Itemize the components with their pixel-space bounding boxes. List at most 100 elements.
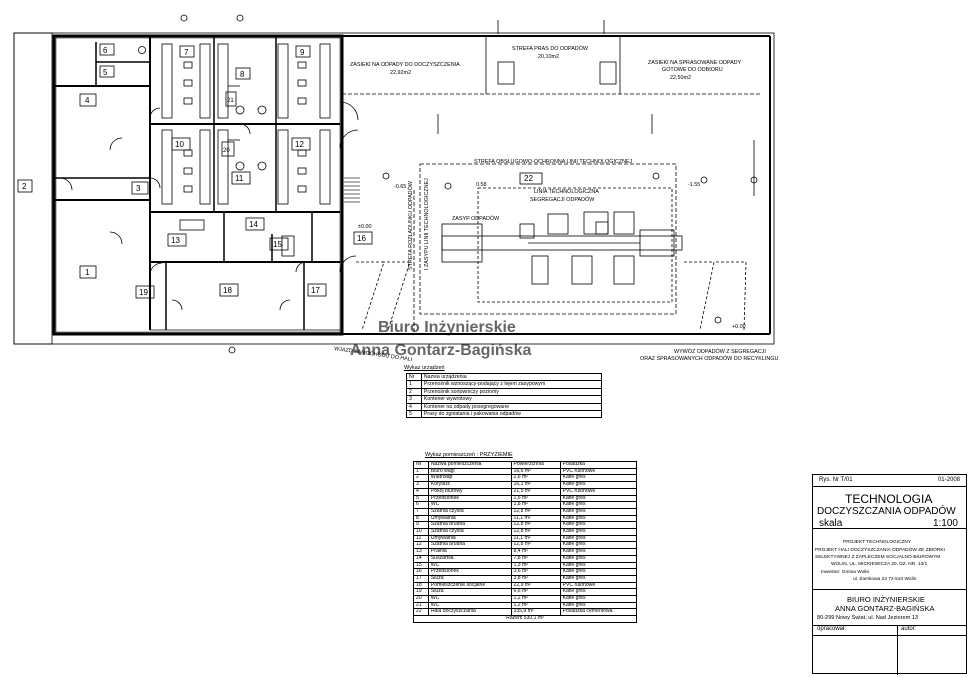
- room-number-7: 7: [184, 48, 189, 57]
- room-number-14: 14: [249, 220, 258, 229]
- room-number-12: 12: [295, 140, 304, 149]
- watermark-line-2: Anna Gontarz-Bagińska: [350, 342, 531, 359]
- table-cell: Hala doczyszczania: [427, 608, 512, 617]
- room-number-1: 1: [85, 268, 90, 277]
- table-cell: Posadzka cementowa: [559, 608, 638, 617]
- office-line-1: BIURO INŻYNIERSKIE: [847, 595, 925, 604]
- line-title-2: SEGREGACJI ODPADÓW: [530, 196, 595, 203]
- table-cell: 5: [406, 410, 422, 419]
- room-number-2: 2: [22, 182, 27, 191]
- room-number-13: 13: [171, 236, 180, 245]
- prepared-by-label: opracował:: [817, 626, 847, 632]
- zone-sorted-area: 22,50m2: [670, 75, 691, 81]
- room-number-18: 18: [223, 286, 232, 295]
- room-number-21: 21: [227, 98, 234, 104]
- table-cell: WC: [427, 595, 512, 603]
- table-cell: 4: [413, 487, 429, 496]
- table-cell: Nazwa urządzenia: [420, 372, 603, 382]
- scale-label: skala: [819, 518, 843, 529]
- room-number-10: 10: [175, 140, 184, 149]
- room-number-8: 8: [240, 70, 245, 79]
- table-cell: 4: [406, 402, 422, 412]
- table-cell: Śluza: [427, 588, 512, 597]
- title-block: Rys. Nr T/01 01-2008 TECHNOLOGIA DOCZYSZ…: [812, 474, 967, 675]
- room-number-16: 16: [357, 234, 366, 243]
- room-number-3: 3: [136, 184, 141, 193]
- exit-label: WYWÓZ ODPADÓW Z SEGREGACJI: [674, 348, 766, 355]
- vertical-zone-label-2: I ZASYPU LINII TECHNOLOGICZNEJ: [424, 178, 430, 270]
- level-mark: +0.00: [732, 324, 746, 330]
- room-number-17: 17: [311, 286, 320, 295]
- table-cell: 3: [406, 395, 422, 404]
- room-number-15: 15: [273, 240, 282, 249]
- room-number-11: 11: [235, 174, 244, 183]
- service-zone-label: STREFA OBSŁUGOWO-OCHRONNA LINII TECHNOLO…: [474, 159, 633, 165]
- room-number-20: 20: [223, 148, 230, 154]
- table-cell: Przedsionek: [427, 494, 512, 503]
- office-address: 80-299 Nowy Świat, ul. Nad Jeziorem 13: [817, 615, 919, 621]
- project-desc-2: SELEKTYWNEJ Z ZAPLECZEM SOCJALNO-BIUROWY…: [815, 555, 941, 560]
- project-type: PROJEKT TECHNOLOGICZNY: [843, 540, 912, 545]
- room-number-22: 22: [524, 174, 533, 183]
- level-mark: -1.55: [688, 182, 700, 188]
- office-block-wall: [52, 34, 344, 336]
- dump-label: ZASYP ODPADÓW: [452, 215, 500, 222]
- table-total-row: Razem 530,1 m²: [413, 615, 637, 623]
- investor: Inwestor: Gmina Wolin: [821, 570, 870, 575]
- table-cell: 1: [406, 380, 422, 389]
- drawing-date: 01-2008: [937, 477, 960, 483]
- title-line-2: DOCZYSZCZANIA ODPADÓW: [817, 506, 956, 517]
- level-mark: 0.58: [476, 182, 487, 188]
- table-cell: PVC rulonowe: [559, 487, 638, 496]
- line-zone-outline: [477, 187, 673, 303]
- room-number-19: 19: [139, 288, 148, 297]
- drawing-number: Rys. Nr T/01: [819, 477, 853, 483]
- legend-title: Wykaz urządzeń: [404, 365, 445, 371]
- office-line-2: ANNA GONTARZ-BAGIŃSKA: [835, 604, 935, 613]
- table-cell: Pokój biurowy: [427, 487, 512, 496]
- table-cell: 2: [406, 387, 422, 397]
- watermark-line-1: Biuro Inżynierskie: [378, 319, 516, 336]
- table-cell: Przenośnik wznoszący-podający z lejem za…: [420, 380, 603, 389]
- zone-sorted-label: ZASIEKI NA SPRASOWANE ODPADY: [648, 60, 742, 66]
- room-number-5: 5: [103, 68, 108, 77]
- investor-address: ul. Zamkowa 23 72-510 Wolin: [853, 577, 917, 582]
- zone-press-area: 20,10m2: [538, 54, 559, 60]
- table-cell: Suszarnia: [427, 554, 512, 563]
- service-zone-outline: [419, 163, 677, 315]
- table-cell: Przenośnik sortowniczy poziomy: [420, 387, 603, 397]
- table-cell: Kontener wywrotowy: [420, 395, 603, 404]
- table-total: Razem 530,1 m²: [413, 615, 637, 623]
- vertical-zone-label: STREFA ROZŁADUNKU ODPADÓW: [407, 180, 414, 270]
- room-number-9: 9: [300, 48, 305, 57]
- room-number-6: 6: [103, 46, 108, 55]
- exit-label-2: ORAZ SPRASOWANYCH ODPADÓW DO RECYKLINGU: [640, 355, 778, 362]
- table-cell: 22: [413, 608, 429, 617]
- zone-storage-label: ZASIEKI NA ODPADY DO DOCZYSZCZENIA: [350, 62, 460, 68]
- level-mark: ±0.00: [358, 224, 371, 230]
- project-desc-3: WOLIN, UL. MICKIEWICZA 20, DZ. NR. 13/1: [831, 562, 928, 567]
- table-cell: Prasy do zgniatania i pakowania odpadów: [420, 410, 603, 419]
- level-mark: -0.65: [394, 184, 406, 190]
- zone-press-label: STREFA PRAS DO ODPADÓW: [512, 45, 589, 52]
- table-cell: Nr: [406, 372, 422, 382]
- room-number-4: 4: [85, 96, 90, 105]
- table-cell: 21,5 m²: [510, 487, 561, 496]
- left-annex: [13, 32, 53, 345]
- rooms-title: Wykaz pomieszczeń : PRZYZIEMIE: [425, 452, 513, 458]
- project-desc-1: PROJEKT HALI DOCZYSZCZANIA ODPADÓW ZE ZB…: [815, 548, 945, 553]
- table-cell: Kontener na odpady posegregowane: [420, 402, 603, 412]
- title-line-1: TECHNOLOGIA: [845, 492, 933, 506]
